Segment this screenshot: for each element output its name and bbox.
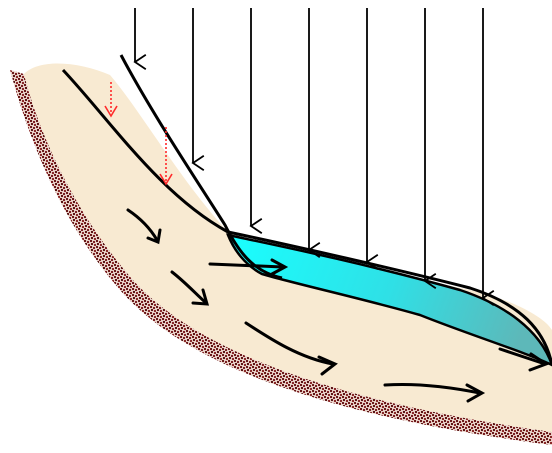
diagram-canvas [0,0,552,453]
groundwater-flow-diagram [0,0,552,453]
